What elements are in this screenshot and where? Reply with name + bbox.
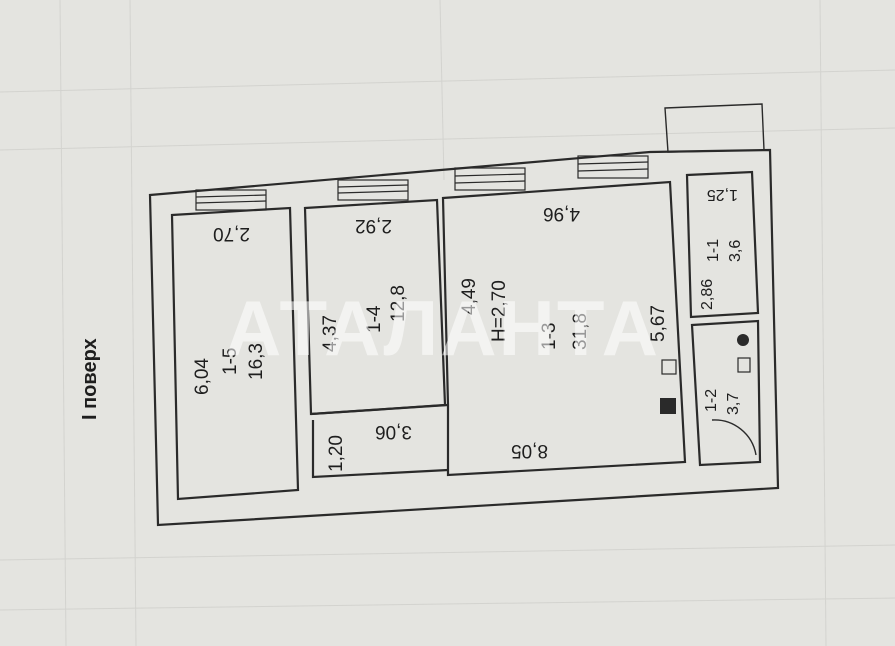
room-1-1 — [685, 170, 760, 319]
corridor-width-b: 3,06 — [375, 421, 412, 442]
room-1-2 — [690, 319, 762, 467]
corridor-len: 8,05 — [511, 440, 548, 461]
room-1-4-id: 1-4 — [364, 305, 385, 333]
room-1-1-width: 1,25 — [707, 186, 738, 203]
room-1-5-id: 1-5 — [220, 348, 241, 375]
toilet-icon — [737, 357, 751, 373]
room-1-3-len-a: 4,49 — [459, 278, 480, 315]
floor-title: I поверх — [79, 338, 101, 420]
room-1-4-area: 12,8 — [388, 285, 409, 322]
room-1-5-area: 16,3 — [246, 343, 267, 380]
windows — [195, 155, 649, 211]
room-1-4-width: 2,92 — [355, 215, 392, 236]
room-1-3-id: 1-3 — [539, 323, 560, 350]
sink-icon — [661, 359, 677, 375]
room-1-5-width: 2,70 — [213, 223, 250, 244]
room-1-3-len-b: 5,67 — [648, 305, 669, 342]
room-1-5-len: 6,04 — [192, 358, 213, 395]
height-note: H=2,70 — [489, 280, 510, 342]
room-1-1-area: 3,6 — [727, 240, 744, 262]
watermark: АТАЛАНТА — [225, 284, 660, 372]
boiler-icon — [737, 334, 749, 346]
room-1-4-len: 4,37 — [320, 315, 341, 352]
corridor-width-a: 1,20 — [326, 435, 347, 472]
outer-walls — [148, 103, 780, 527]
room-1-2-id: 1-2 — [703, 389, 720, 412]
room-1-3 — [441, 180, 687, 477]
fixtures — [660, 334, 751, 414]
room-1-2-area: 3,7 — [725, 393, 742, 415]
stove-icon — [660, 398, 676, 414]
dimension-labels: 2,70 2,92 4,96 1,25 3,06 8,05 — [213, 186, 738, 461]
room-labels: 6,04 1-5 16,3 4,37 1-4 12,8 4,49 H=2,70 … — [192, 239, 744, 472]
room-1-1-len: 2,86 — [699, 279, 716, 310]
room-1-3-width: 4,96 — [543, 203, 580, 224]
room-1-1-id: 1-1 — [705, 239, 722, 262]
room-1-3-area: 31,8 — [570, 313, 591, 350]
corridor — [310, 403, 449, 479]
